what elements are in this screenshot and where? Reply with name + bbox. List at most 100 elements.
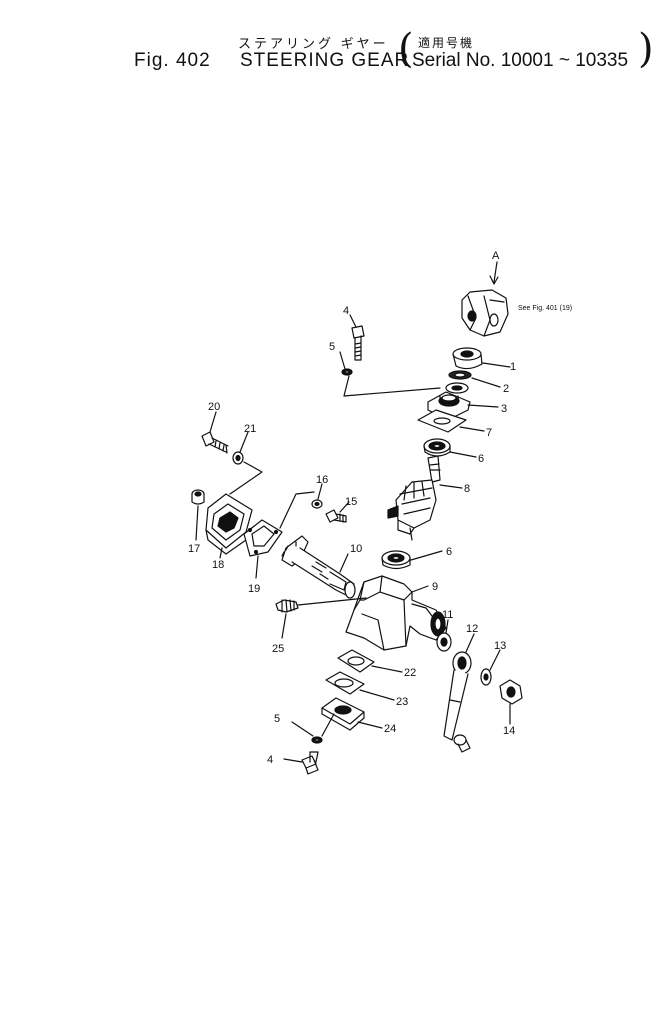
leader-6a xyxy=(449,451,477,458)
part-6-bearing-lower xyxy=(381,550,411,570)
callout-8: 8 xyxy=(464,483,470,495)
view-arrow: A xyxy=(489,250,500,285)
universal-joint-yoke xyxy=(461,289,509,337)
part-14-nut xyxy=(499,679,523,705)
leader-23 xyxy=(359,689,395,701)
part-16-washer xyxy=(311,499,323,509)
serial-range: Serial No. 10001 ~ 10335 xyxy=(412,50,629,71)
callout-25: 25 xyxy=(272,643,284,655)
callout-19: 19 xyxy=(248,583,260,595)
part-4-bolt-lower xyxy=(301,751,319,775)
callout-4-lower: 4 xyxy=(267,754,273,766)
leader-18 xyxy=(219,547,223,559)
part-10-sector-shaft xyxy=(281,535,356,599)
assembly-line-19 xyxy=(279,491,315,529)
part-1-seal xyxy=(452,347,483,370)
leader-21 xyxy=(239,431,249,453)
arrow-label: A xyxy=(492,250,500,262)
leader-2 xyxy=(471,377,501,388)
leader-4b xyxy=(283,758,303,763)
leader-3 xyxy=(467,404,499,408)
leader-17 xyxy=(195,505,199,541)
callout-7: 7 xyxy=(486,427,492,439)
part-7-gasket xyxy=(417,409,467,433)
leader-12 xyxy=(465,633,475,653)
leader-24 xyxy=(357,721,383,729)
part-24-cover xyxy=(321,697,365,731)
callout-17: 17 xyxy=(188,543,200,555)
callout-24: 24 xyxy=(384,723,396,735)
leader-19 xyxy=(255,555,259,579)
part-6-bearing-upper xyxy=(423,438,451,457)
leader-15 xyxy=(339,501,350,513)
part-9-gear-housing xyxy=(345,575,447,651)
assembly-line-21 xyxy=(229,461,263,495)
callout-3: 3 xyxy=(501,403,507,415)
leader-4a xyxy=(349,314,357,328)
leader-16 xyxy=(317,483,323,500)
leader-20 xyxy=(209,411,217,433)
callout-13: 13 xyxy=(494,640,506,652)
leader-1 xyxy=(482,362,511,368)
part-23-gasket xyxy=(325,671,365,695)
part-13-washer xyxy=(480,668,492,686)
part-19-gasket xyxy=(243,519,283,557)
leader-7 xyxy=(459,426,485,432)
callout-21: 21 xyxy=(244,423,256,435)
part-2-ring xyxy=(448,370,472,380)
leader-22 xyxy=(371,665,403,673)
part-20-bolt xyxy=(201,431,229,454)
leader-13 xyxy=(489,649,501,671)
callout-labels: 1 2 3 4 4 5 5 6 6 7 8 9 10 11 12 13 14 1… xyxy=(188,305,516,766)
part-25-plug xyxy=(275,599,299,613)
part-15-screw xyxy=(325,509,347,523)
callout-23: 23 xyxy=(396,696,408,708)
part-18-cover xyxy=(205,493,253,555)
callout-20: 20 xyxy=(208,401,220,413)
japanese-serial-label: 適用号機 xyxy=(418,36,475,50)
leader-8 xyxy=(439,484,463,489)
figure-title: STEERING GEAR xyxy=(240,50,410,71)
leader-25 xyxy=(281,613,287,639)
callout-15: 15 xyxy=(345,496,357,508)
part-5-washer-lower xyxy=(311,736,323,744)
callout-16: 16 xyxy=(316,474,328,486)
leader-10 xyxy=(339,553,349,573)
part-12-pitman-arm xyxy=(443,651,472,753)
leader-11 xyxy=(445,619,449,634)
right-brace: ) xyxy=(638,26,653,72)
assembly-line-upper xyxy=(343,375,441,397)
left-brace: ( xyxy=(398,26,414,72)
figure-number: Fig. 402 xyxy=(134,50,211,71)
part-22-gasket xyxy=(337,649,375,673)
part-11-bushing xyxy=(436,632,452,652)
part-5-washer-upper xyxy=(341,368,353,376)
callout-10: 10 xyxy=(350,543,362,555)
leader-25-housing xyxy=(297,597,367,606)
callout-9: 9 xyxy=(432,581,438,593)
callout-6-upper: 6 xyxy=(478,453,484,465)
callout-2: 2 xyxy=(503,383,509,395)
callout-5-upper: 5 xyxy=(329,341,335,353)
callout-4-upper: 4 xyxy=(343,305,349,317)
callout-14: 14 xyxy=(503,725,515,737)
callout-22: 22 xyxy=(404,667,416,679)
leader-6b xyxy=(410,550,443,561)
callout-5-lower: 5 xyxy=(274,713,280,725)
leader-5a xyxy=(339,351,346,370)
leader-9 xyxy=(411,585,429,593)
callout-1: 1 xyxy=(510,361,516,373)
retainer-ring xyxy=(445,382,469,394)
assembly-line-lower xyxy=(321,713,335,737)
part-21-washer xyxy=(232,451,244,465)
part-8-worm-shaft xyxy=(387,455,441,541)
callout-18: 18 xyxy=(212,559,224,571)
see-reference-note: See Fig. 401 (19) xyxy=(518,305,572,312)
part-17-plug xyxy=(191,489,205,505)
callout-6-lower: 6 xyxy=(446,546,452,558)
part-4-bolt-upper xyxy=(351,325,365,361)
callout-12: 12 xyxy=(466,623,478,635)
japanese-title: ステアリング ギヤー xyxy=(238,36,389,51)
leader-5b xyxy=(291,721,314,737)
